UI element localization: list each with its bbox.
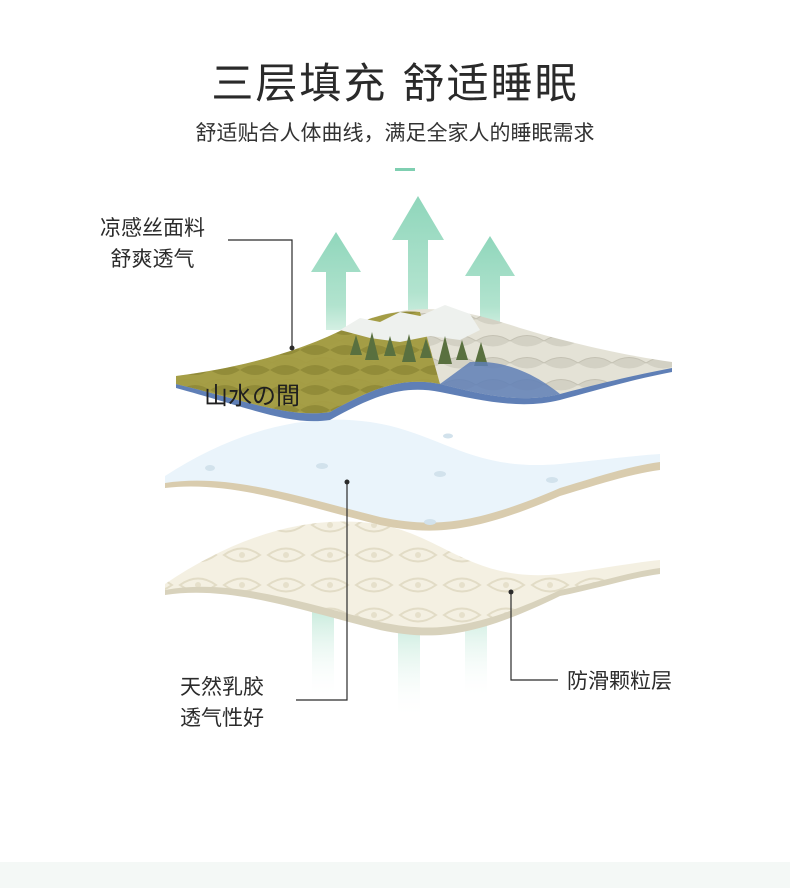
label-cooling-fabric-line2: 舒爽透气 — [110, 247, 195, 271]
label-cooling-fabric-line1: 凉感丝面料 — [100, 216, 205, 240]
latex-layer — [165, 419, 660, 531]
page-subtitle: 舒适贴合人体曲线，满足全家人的睡眠需求 — [195, 121, 595, 145]
airflow-arrow-up-icon — [311, 196, 515, 330]
fabric-layer: 山水の間 — [176, 305, 672, 422]
leader-lines — [228, 239, 558, 701]
label-antislip-layer: 防滑颗粒层 — [567, 666, 672, 697]
page-title: 三层填充 舒适睡眠 — [211, 59, 579, 108]
leader-dots — [289, 345, 514, 595]
accent-dash — [395, 168, 415, 171]
label-cooling-fabric: 凉感丝面料 舒爽透气 — [100, 213, 205, 275]
antislip-layer — [165, 521, 660, 636]
label-natural-latex: 天然乳胶 透气性好 — [180, 672, 264, 734]
label-natural-latex-line1: 天然乳胶 — [180, 675, 264, 699]
fabric-print-text: 山水の間 — [204, 382, 300, 410]
footer-band — [0, 862, 790, 888]
label-natural-latex-line2: 透气性好 — [180, 706, 264, 730]
label-antislip-layer-line1: 防滑颗粒层 — [567, 669, 672, 693]
